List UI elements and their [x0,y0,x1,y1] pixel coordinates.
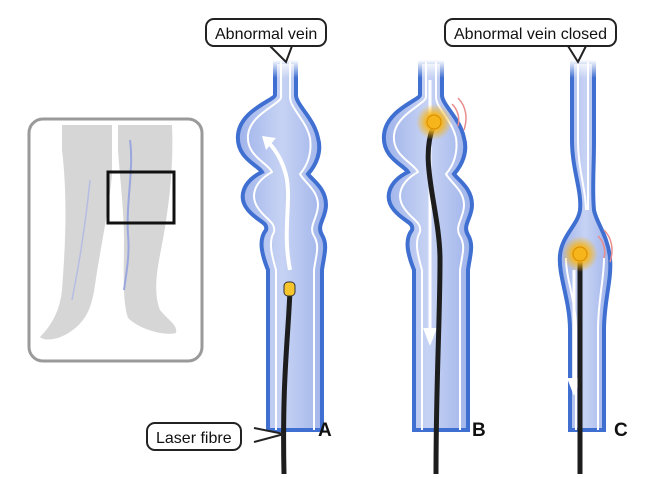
inset-leg-thumbnail [27,117,204,363]
callout-abnormal-vein-closed: Abnormal vein closed [444,18,617,47]
panel-label-b: B [472,420,486,441]
callout-laser-fibre: Laser fibre [146,422,242,451]
panel-label-a: A [318,420,332,441]
callout-abnormal-vein: Abnormal vein [205,18,328,47]
vein-a [235,60,332,475]
vein-b [381,60,478,475]
panel-label-c: C [614,420,628,441]
vein-c [557,60,613,474]
inset-highlight-box [106,170,176,225]
callout-pointers [253,45,587,443]
